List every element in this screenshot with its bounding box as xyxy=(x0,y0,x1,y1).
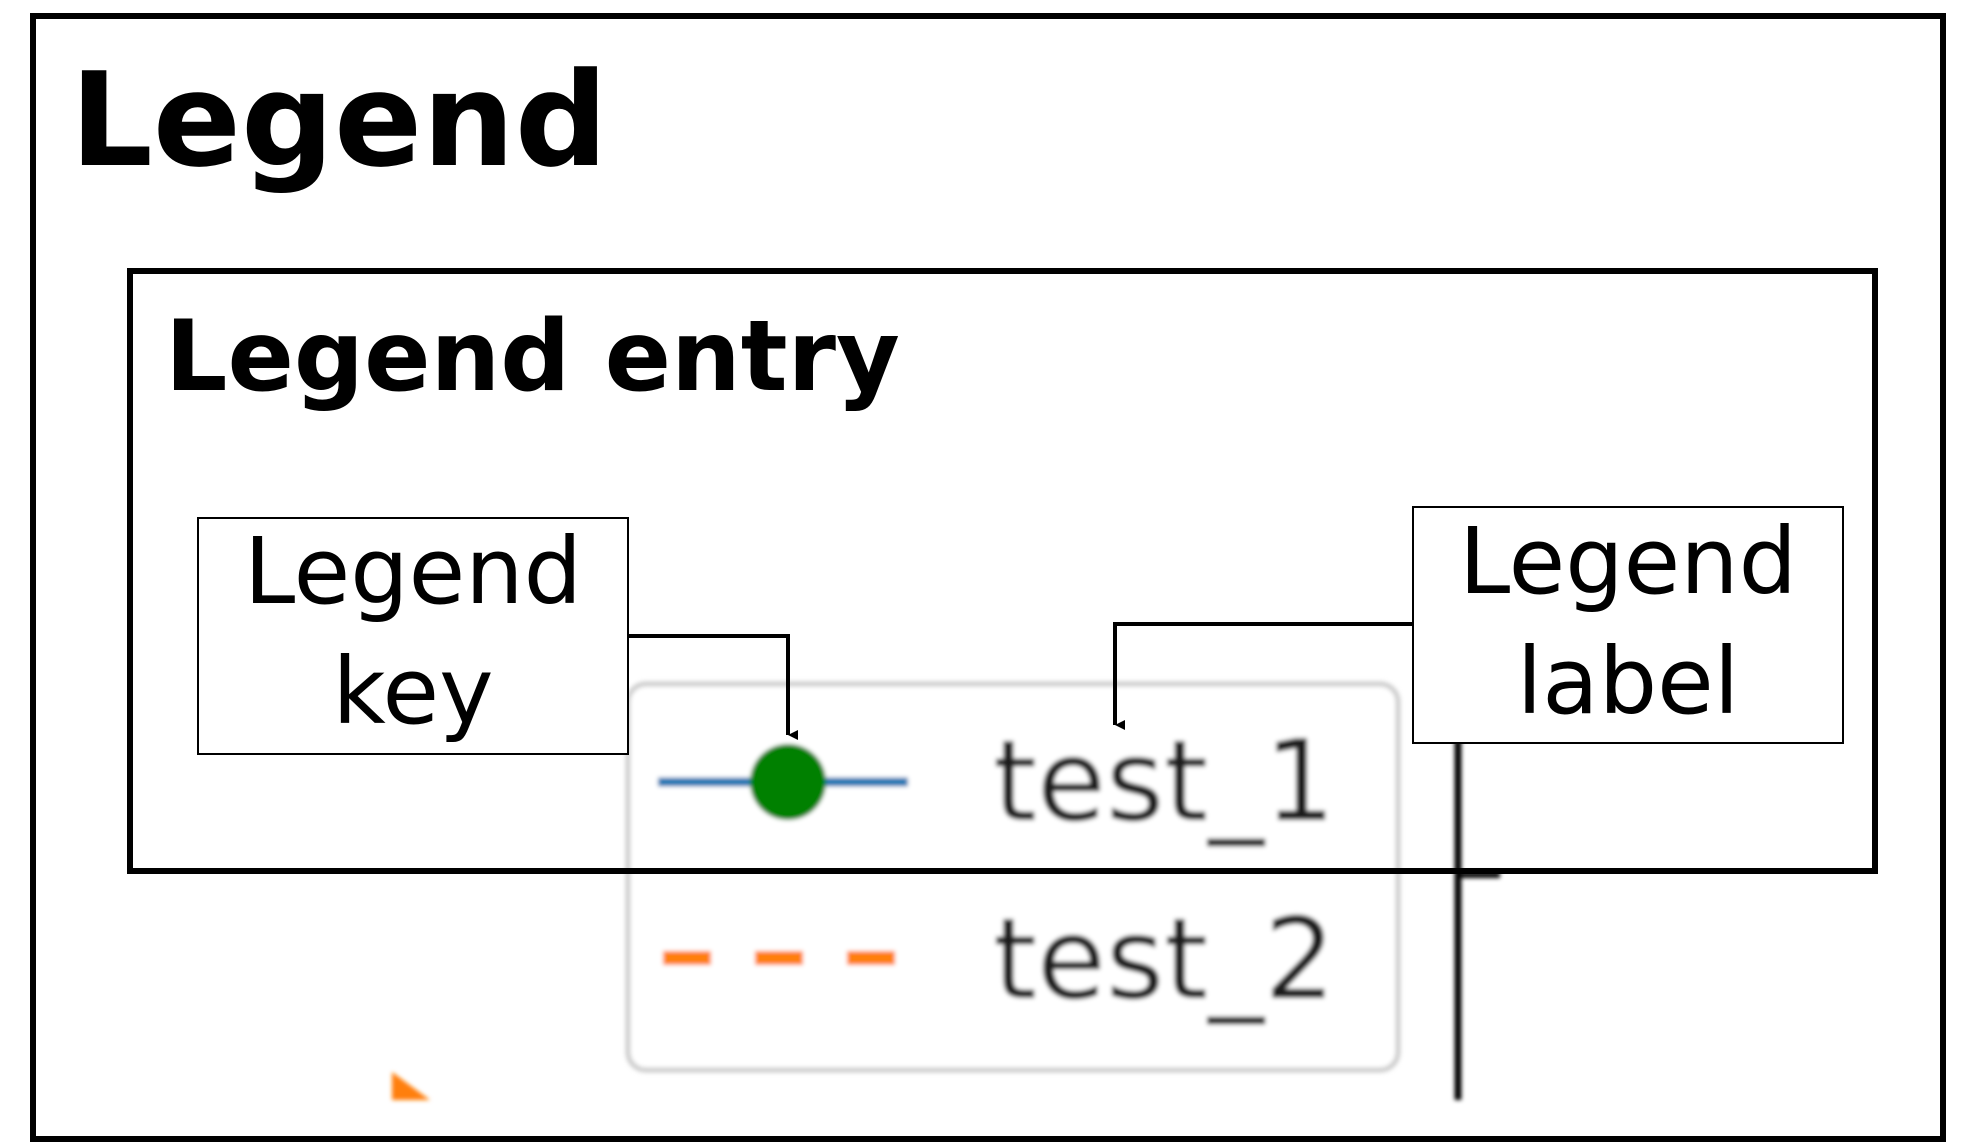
legend-sample: test_1 test_2 xyxy=(392,681,1500,1100)
legend-key-callout-line-2: key xyxy=(332,638,493,745)
legend-label-callout-box xyxy=(1412,506,1844,744)
legend-entry-frame xyxy=(127,268,1878,874)
legend-key-marker-1 xyxy=(750,744,826,820)
legend-entry-test-1: test_1 xyxy=(658,717,1335,847)
legend-key-callout: Legend key xyxy=(197,517,629,755)
legend-label-2: test_2 xyxy=(993,895,1335,1025)
legend-label-1: test_1 xyxy=(993,717,1335,847)
legend-entry-test-2: test_2 xyxy=(663,895,1335,1025)
legend-title: Legend xyxy=(70,44,608,196)
legend-label-arrow xyxy=(1113,622,1413,730)
legend-label-callout-line-2: label xyxy=(1517,628,1740,735)
plot-fragment xyxy=(392,1072,430,1100)
legend-entry-title: Legend entry xyxy=(165,300,900,414)
legend-key-callout-box xyxy=(197,517,629,755)
legend-key-callout-line-1: Legend xyxy=(244,518,582,625)
legend-label-callout: Legend label xyxy=(1412,506,1844,744)
legend-key-arrow xyxy=(628,634,798,740)
legend-label-callout-line-1: Legend xyxy=(1459,508,1797,615)
